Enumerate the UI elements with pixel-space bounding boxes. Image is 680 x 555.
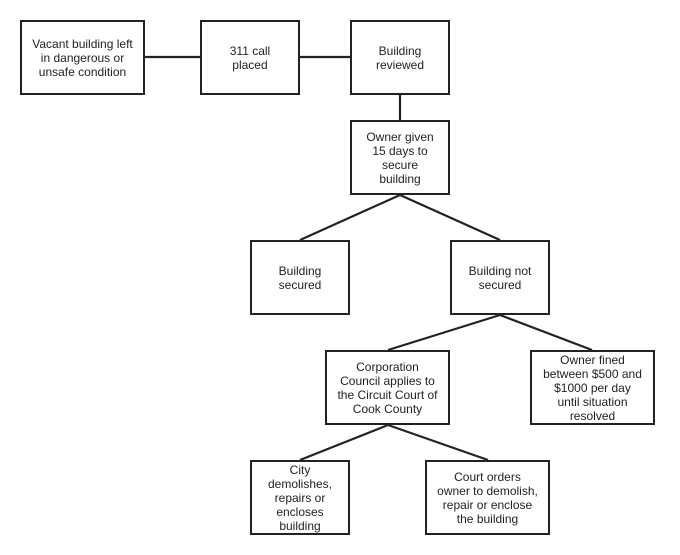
node-vacant-building: Vacant building left in dangerous or uns… bbox=[20, 20, 145, 95]
node-vacant-building-label: Vacant building left in dangerous or uns… bbox=[32, 36, 133, 79]
node-city-demolishes: City demolishes, repairs or encloses bui… bbox=[250, 460, 350, 535]
connector-corp-council-to-city-demolishes bbox=[299, 423, 389, 462]
node-owner-fined: Owner fined between $500 and $1000 per d… bbox=[530, 350, 655, 425]
node-building-not-secured: Building not secured bbox=[450, 240, 550, 315]
connector-owner-given-to-not-secured bbox=[399, 193, 501, 242]
node-311-call: 311 call placed bbox=[200, 20, 300, 95]
node-building-reviewed: Building reviewed bbox=[350, 20, 450, 95]
connector-not-secured-to-owner-fined bbox=[499, 313, 593, 352]
node-owner-given-15-days-label: Owner given 15 days to secure building bbox=[366, 129, 434, 186]
node-corporation-council: Corporation Council applies to the Circu… bbox=[325, 350, 450, 425]
connector-corp-council-to-court-orders bbox=[387, 423, 489, 462]
node-court-orders-label: Court orders owner to demolish, repair o… bbox=[437, 469, 538, 526]
node-owner-fined-label: Owner fined between $500 and $1000 per d… bbox=[543, 352, 642, 423]
connector-not-secured-to-corp-council bbox=[387, 313, 501, 352]
node-building-not-secured-label: Building not secured bbox=[468, 263, 532, 292]
node-owner-given-15-days: Owner given 15 days to secure building bbox=[350, 120, 450, 195]
node-city-demolishes-label: City demolishes, repairs or encloses bui… bbox=[267, 462, 333, 533]
node-building-reviewed-label: Building reviewed bbox=[375, 43, 425, 72]
connector-owner-given-to-secured bbox=[299, 193, 401, 242]
node-building-secured: Building secured bbox=[250, 240, 350, 315]
node-building-secured-label: Building secured bbox=[278, 263, 322, 292]
node-court-orders: Court orders owner to demolish, repair o… bbox=[425, 460, 550, 535]
node-corporation-council-label: Corporation Council applies to the Circu… bbox=[337, 359, 438, 416]
node-311-call-label: 311 call placed bbox=[229, 43, 271, 72]
